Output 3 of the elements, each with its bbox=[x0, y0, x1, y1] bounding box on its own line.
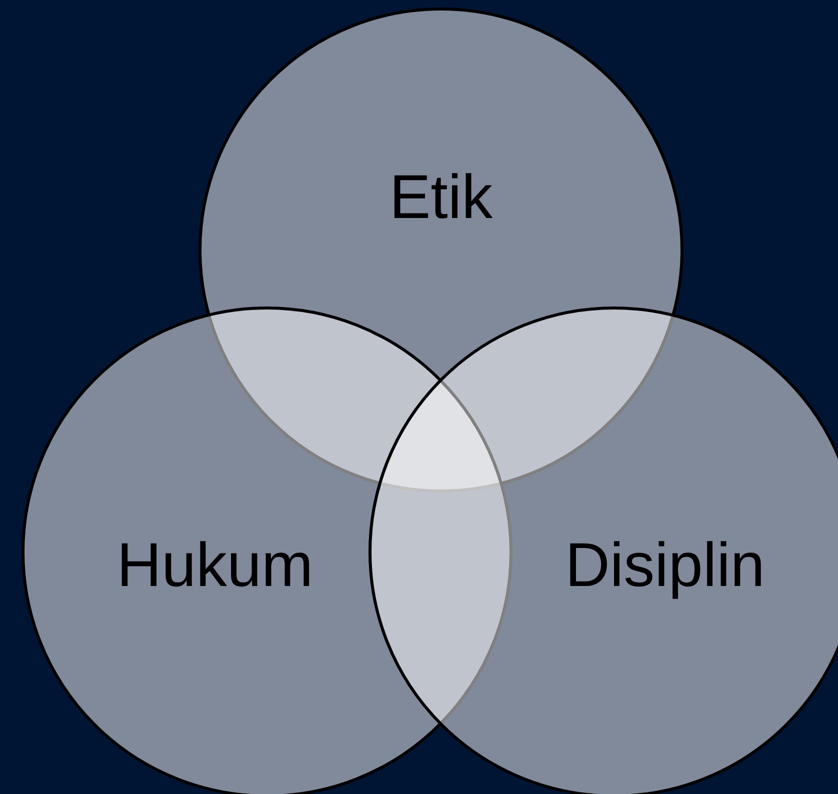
circle-label: Hukum bbox=[116, 535, 314, 597]
circle-label: Etik bbox=[389, 167, 493, 229]
circle-label: Disiplin bbox=[565, 535, 765, 597]
